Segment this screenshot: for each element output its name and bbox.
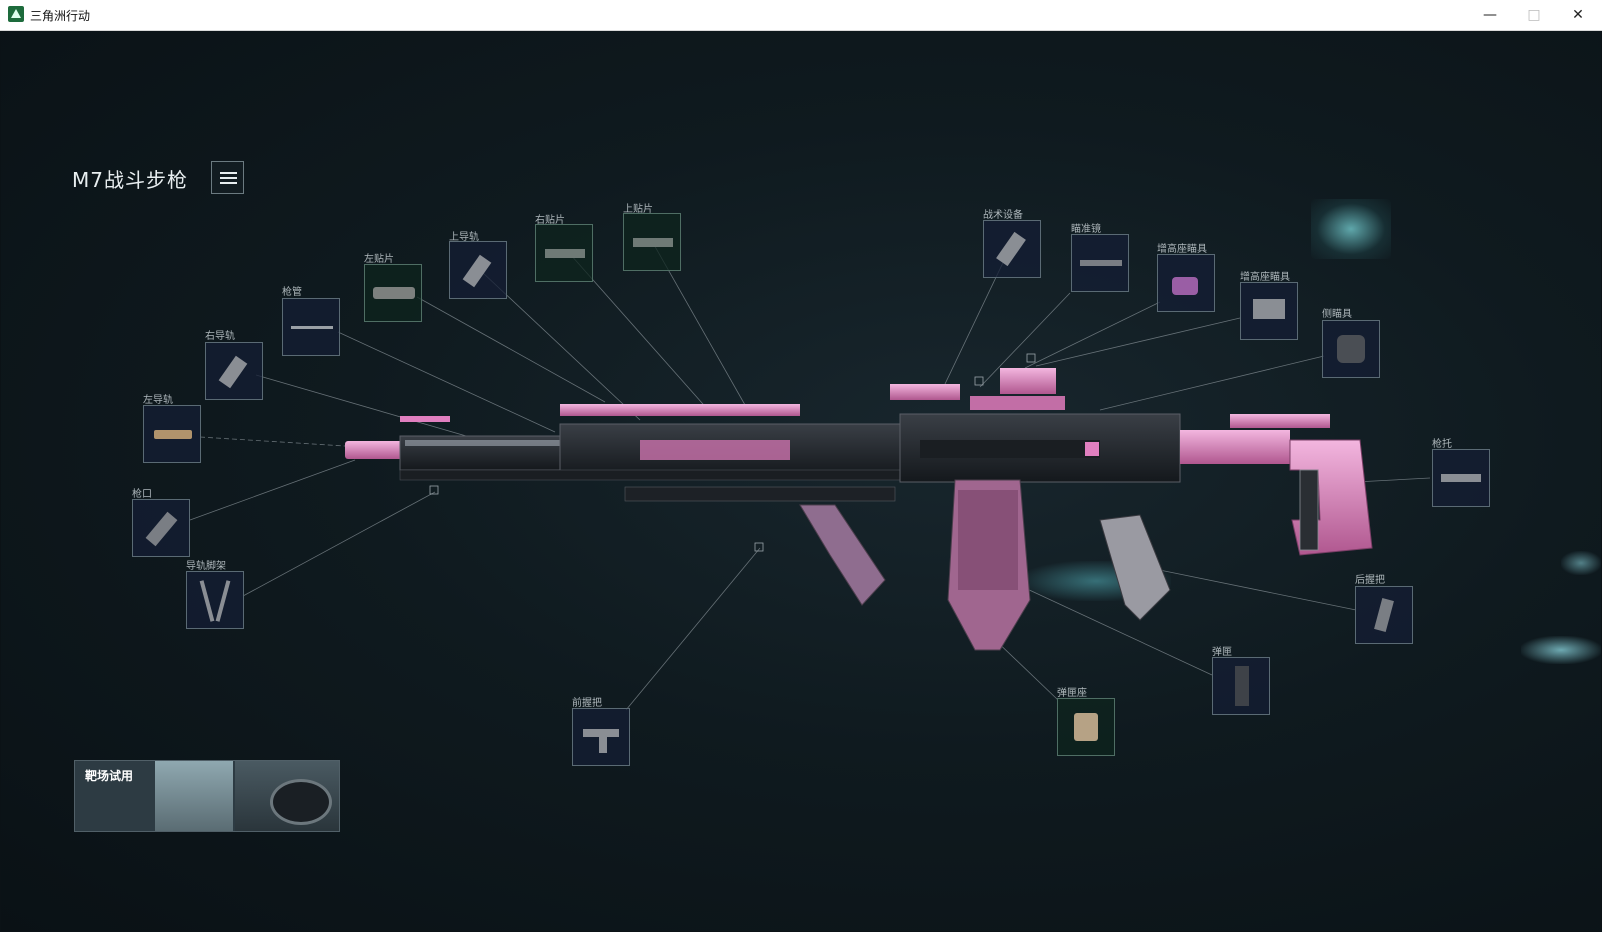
slot-muzzle[interactable] [132,499,190,557]
slot-barrel[interactable] [282,298,340,356]
range-trial-button[interactable]: 靶场试用 [74,760,340,832]
trial-preview-image [155,761,233,831]
slot-left-rail[interactable] [143,405,201,463]
slot-riser-sight-1[interactable] [1157,254,1215,312]
slot-label-magazine: 弹匣 [1212,647,1232,658]
slot-magazine[interactable] [1212,657,1270,715]
attachment-icon [1080,260,1122,266]
slot-label-right-plate: 右贴片 [535,215,565,226]
slot-scope[interactable] [1071,234,1129,292]
slot-label-riser-sight-1: 增高座瞄具 [1157,244,1207,255]
background-light [1561,551,1601,575]
slot-label-muzzle: 枪口 [132,489,152,500]
attachment-icon [996,231,1026,267]
slot-label-tactical: 战术设备 [983,210,1023,221]
slot-upper-plate[interactable] [623,213,681,271]
slot-tactical[interactable] [983,220,1041,278]
background-light [1521,636,1601,664]
attachment-icon [1337,335,1365,363]
slot-side-sight[interactable] [1322,320,1380,378]
scope-preview-icon [270,779,332,825]
attachment-icon [462,254,492,288]
slot-stock[interactable] [1432,449,1490,507]
attachment-icon [373,287,415,299]
window-titlebar: 三角洲行动 — □ ✕ [0,0,1602,31]
attachment-icon [1441,474,1481,482]
slot-label-left-plate: 左贴片 [364,254,394,265]
attachment-icon [215,580,231,622]
muzzle-part [345,441,405,459]
slot-label-upper-plate: 上贴片 [623,204,653,215]
slot-label-rear-grip: 后握把 [1355,575,1385,586]
foregrip-part [799,504,886,606]
maximize-button[interactable]: □ [1527,7,1541,23]
list-icon [220,182,237,184]
slot-label-scope: 瞄准镜 [1071,224,1101,235]
range-trial-label: 靶场试用 [85,769,134,783]
slot-label-mag-well: 弹匣座 [1057,688,1087,699]
weapon-list-button[interactable] [211,161,244,194]
slot-label-foregrip: 前握把 [572,698,602,709]
close-button[interactable]: ✕ [1572,7,1584,23]
attachment-icon [599,735,607,753]
slot-rail-bipod[interactable] [186,571,244,629]
attachment-icon [545,249,585,258]
slot-label-barrel: 枪管 [282,287,302,298]
attachment-icon [1074,713,1098,741]
slot-riser-sight-2[interactable] [1240,282,1298,340]
slot-foregrip[interactable] [572,708,630,766]
slot-label-side-sight: 侧瞄具 [1322,309,1352,320]
slot-right-rail[interactable] [205,342,263,400]
slot-left-plate[interactable] [364,264,422,322]
attachment-icon [199,580,215,622]
stock-part [1180,430,1290,464]
attachment-icon [1172,277,1198,295]
slot-mag-well[interactable] [1057,698,1115,756]
list-icon [220,172,237,174]
slot-label-left-rail: 左导轨 [143,395,173,406]
rear-grip-part [1099,514,1171,621]
attachment-icon [154,430,192,439]
slot-label-upper-rail: 上导轨 [449,232,479,243]
attachment-icon [633,238,673,247]
slot-label-riser-sight-2: 增高座瞄具 [1240,272,1290,283]
attachment-icon [583,729,619,737]
top-rail-part [560,404,800,416]
weapon-name: M7战斗步枪 [72,168,188,192]
list-icon [220,177,237,179]
window-title: 三角洲行动 [30,9,91,23]
attachment-icon [1374,597,1394,633]
minimize-button[interactable]: — [1483,7,1497,23]
slot-right-plate[interactable] [535,224,593,282]
slot-label-stock: 枪托 [1432,439,1452,450]
attachment-icon [1253,299,1285,319]
rail-part [400,416,450,422]
slot-rear-grip[interactable] [1355,586,1413,644]
attachment-icon [218,355,248,389]
riser-sight-part [1000,368,1056,394]
attachment-icon [291,326,333,329]
attachment-icon [1235,666,1249,706]
slot-upper-rail[interactable] [449,241,507,299]
tactical-device-part [890,384,960,400]
app-logo-icon [8,6,24,22]
slot-label-right-rail: 右导轨 [205,331,235,342]
attachment-icon [145,511,178,547]
slot-label-rail-bipod: 导轨脚架 [186,561,226,572]
background-light [1311,199,1391,259]
